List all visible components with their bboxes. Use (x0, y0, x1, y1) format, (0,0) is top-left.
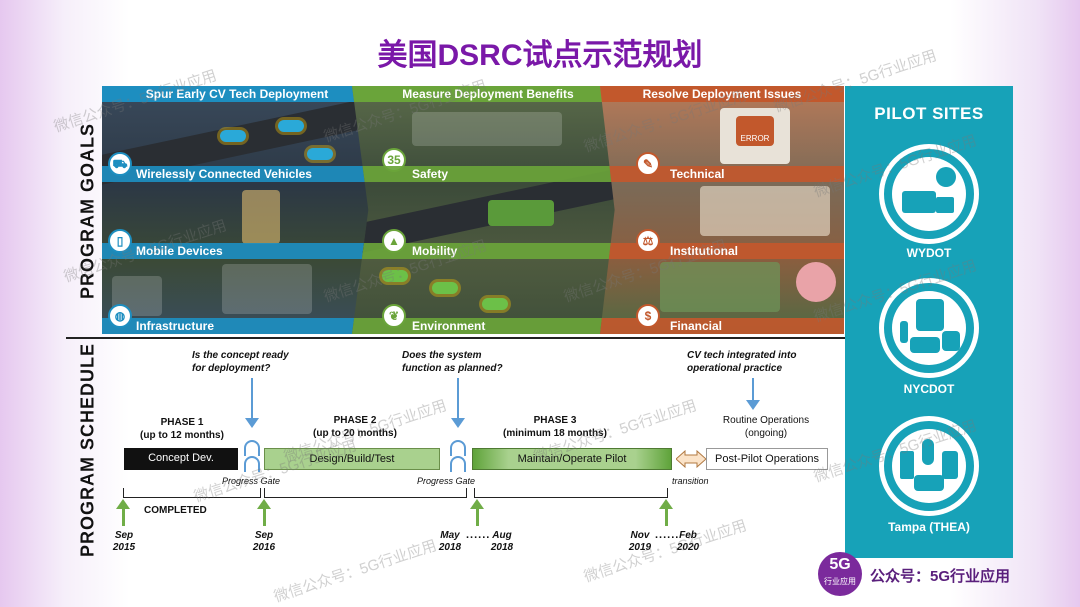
goal-panel-resolve-issues: ERROR Resolve Deployment Issues Technica… (600, 86, 844, 334)
phase-2-label: PHASE 2(up to 20 months) (313, 415, 397, 439)
progress-gate-icon (244, 440, 260, 472)
phase-2-bar: Design/Build/Test (264, 448, 440, 470)
goal-item-mobility: Mobility (352, 243, 624, 259)
goal-item-technical: Technical (600, 166, 844, 182)
wrench-icon: ✎ (636, 152, 660, 176)
phase-1-bar: Concept Dev. (124, 448, 238, 470)
goal-item-mobile-devices: Mobile Devices (102, 243, 372, 259)
site-tampa: Tampa (THEA) (888, 520, 970, 534)
arrow-down-icon (245, 378, 259, 428)
wydot-truck-icon (879, 144, 979, 244)
question-system-function: Does the system function as planned? (402, 350, 503, 374)
phase-1-label: PHASE 1(up to 12 months) (140, 417, 224, 441)
goal-panel-measure-benefits: Measure Deployment Benefits 35 Safety Mo… (352, 86, 624, 334)
phase-3-bracket (474, 488, 668, 498)
arrow-down-icon (451, 378, 465, 428)
goal-heading: Measure Deployment Benefits (352, 86, 624, 102)
progress-gate-icon (450, 440, 466, 472)
phase-2-bracket (264, 488, 467, 498)
gavel-icon: ⚖ (636, 229, 660, 253)
goal-panel-spur-deployment: Spur Early CV Tech Deployment Wirelessly… (102, 86, 372, 334)
completed-label: COMPLETED (144, 505, 207, 516)
goal-item-environment: Environment (352, 318, 624, 334)
goal-heading: Spur Early CV Tech Deployment (102, 86, 372, 102)
transition-label: transition (672, 476, 709, 486)
goal-item-infrastructure: Infrastructure (102, 318, 372, 334)
arrow-up-icon (659, 499, 673, 526)
goal-item-safety: Safety (352, 166, 624, 182)
transition-arrow-icon (675, 449, 707, 469)
page-title: 美国DSRC试点示范规划 (377, 39, 703, 72)
arrow-up-icon (470, 499, 484, 526)
arrow-down-icon (746, 378, 760, 410)
leaf-icon: ❦ (382, 304, 406, 328)
phase-3-bar: Maintain/Operate Pilot (472, 448, 672, 470)
error-sign: ERROR (736, 116, 774, 146)
site-nycdot: NYCDOT (903, 382, 955, 396)
arrow-up-icon (116, 499, 130, 526)
phase-3-label: PHASE 3(minimum 18 months) (503, 415, 607, 439)
phone-icon: ▯ (108, 229, 132, 253)
progress-gate-label: Progress Gate (222, 476, 281, 486)
timeline-ellipsis: ...... (466, 529, 491, 541)
program-schedule: Is the concept ready for deployment? Doe… (112, 350, 828, 553)
nycdot-bus-icon (879, 278, 979, 378)
routine-operations-label: Routine Operations(ongoing) (722, 415, 810, 439)
account-name: 公众号：5G行业应用 (870, 568, 1011, 585)
timeline-ellipsis: ...... (655, 529, 680, 541)
question-cv-integrated: CV tech integrated into operational prac… (687, 350, 797, 374)
goal-item-financial: Financial (600, 318, 844, 334)
completed-bracket (123, 488, 261, 498)
goal-item-connected-vehicles: Wirelessly Connected Vehicles (102, 166, 372, 182)
progress-gate-label: Progress Gate (417, 476, 476, 486)
globe-icon: ◍ (108, 304, 132, 328)
post-pilot-bar: Post-Pilot Operations (706, 448, 828, 470)
tampa-transit-icon (879, 416, 979, 516)
pilot-sites-title: PILOT SITES (874, 104, 984, 123)
goal-item-institutional: Institutional (600, 243, 844, 259)
site-wydot: WYDOT (906, 246, 952, 260)
section-divider (66, 337, 846, 339)
program-goals-panels: Spur Early CV Tech Deployment Wirelessly… (102, 86, 844, 334)
arrow-up-icon (257, 499, 271, 526)
5g-logo: 5G 行业应用 (818, 552, 862, 596)
car-icon: ⛟ (108, 152, 132, 176)
dollar-icon: $ (636, 304, 660, 328)
goal-heading: Resolve Deployment Issues (600, 86, 844, 102)
question-concept-ready: Is the concept ready for deployment? (192, 350, 289, 374)
road-icon: ▲ (382, 229, 406, 253)
pilot-sites-panel: PILOT SITES WYDOT NYCDOT Tampa (THEA) (845, 86, 1013, 558)
